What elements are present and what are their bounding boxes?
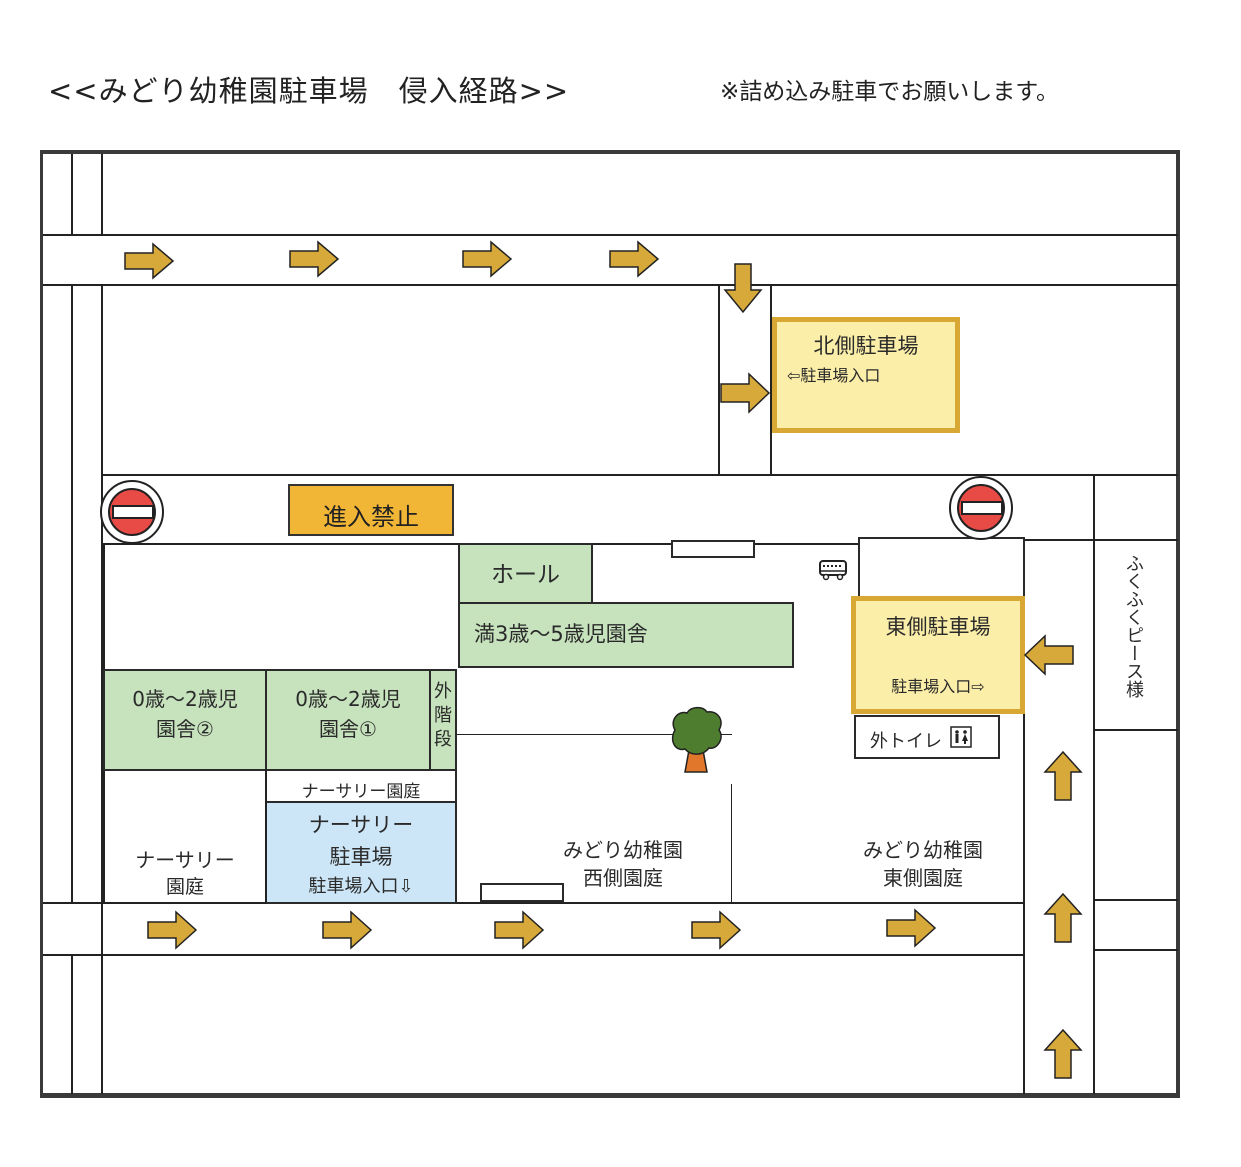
nursery-yard-label: ナーサリー [135,848,235,872]
no-entry-sign-east [949,476,1013,540]
neighbor-label: ふくふくピース様 [1123,554,1144,698]
arrow-down-icon [723,263,763,314]
arrow-right-icon [494,910,545,950]
road-line [101,154,103,1094]
no-entry-sign-west [100,480,164,544]
arrow-right-icon [886,908,937,948]
map-frame: ホール 満3歳〜5歳児園舎 0歳〜2歳児 園舎② 0歳〜2歳児 園舎① 外 階 … [40,150,1180,1098]
nursery-yard-small: ナーサリー園庭 [265,769,457,803]
road-line [1093,949,1178,951]
hall-building: ホール [458,543,593,605]
road-line [770,284,772,474]
tree-icon [671,706,722,773]
west-yard-label: みどり幼稚園 [563,838,683,862]
no-entry-banner: 進入禁止 [288,484,454,536]
road-line [1093,539,1178,541]
outdoor-toilet: 外トイレ [854,715,1000,759]
arrow-right-icon [124,242,175,280]
arrow-right-icon [691,910,742,950]
bottom-road-left [43,904,101,954]
road-line [43,234,1178,236]
arrow-right-icon [322,910,373,950]
road-line [103,954,1025,956]
building-3-5: 満3歳〜5歳児園舎 [458,602,794,668]
road-line [71,154,73,1094]
road-line [1093,729,1178,731]
parking-note: ※詰め込み駐車でお願いします。 [720,79,1059,105]
arrow-up-icon [1043,750,1083,801]
east-parking-entrance: 駐車場入口⇨ [891,677,985,696]
road-line [1093,899,1178,901]
page-title: <<みどり幼稚園駐車場 侵入経路>> [48,74,570,108]
road-line [1093,539,1095,1094]
arrow-right-icon [289,240,340,278]
nursery-parking[interactable]: ナーサリー 駐車場 駐車場入口⇩ [265,801,457,904]
road-line [1093,474,1095,539]
arrow-right-icon [720,372,771,414]
outer-stairs: 外 階 段 [429,669,457,771]
arrow-up-icon [1043,1028,1083,1079]
yard-divider [731,784,732,902]
road-line [1023,539,1025,1094]
road-line [43,902,1025,904]
gate [480,883,564,902]
road-line [43,954,103,956]
north-parking[interactable]: 北側駐車場 ⇦駐車場入口 [772,317,960,433]
building-0-2-no2: 0歳〜2歳児 園舎② [103,669,267,771]
gate [671,540,755,558]
arrow-right-icon [609,240,660,278]
building-0-2-no1: 0歳〜2歳児 園舎① [265,669,431,771]
road-line [718,284,720,474]
yard-divider [457,734,732,735]
east-parking-top-area [858,537,1025,599]
nursery-parking-entrance: 駐車場入口⇩ [308,876,414,897]
bus-icon [819,560,847,581]
road-line [43,284,1178,286]
east-parking[interactable]: 東側駐車場 駐車場入口⇨ [851,596,1025,714]
arrow-right-icon [462,240,513,278]
arrow-right-icon [147,910,198,950]
road-line [103,474,1178,476]
north-parking-entrance: ⇦駐車場入口 [787,366,881,385]
road-line [1023,539,1095,541]
arrow-left-icon [1023,634,1074,676]
restroom-icon [950,726,972,748]
arrow-up-icon [1043,892,1083,943]
east-yard-label: みどり幼稚園 [863,838,983,862]
